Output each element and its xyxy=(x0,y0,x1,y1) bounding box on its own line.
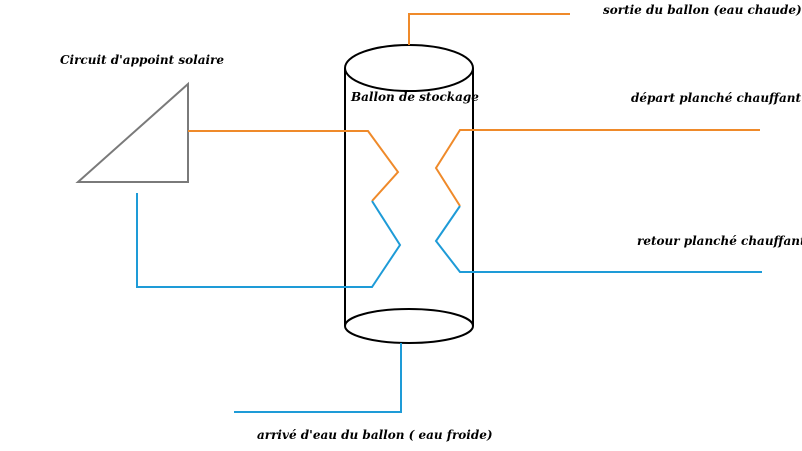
hot-outlet-pipe xyxy=(408,13,570,45)
hot-outlet-label: sortie du ballon (eau chaude) xyxy=(603,3,802,17)
solar-hot-pipe xyxy=(188,130,400,202)
floor-supply-pipe xyxy=(434,129,760,207)
floor-return-label: retour planché chauffant xyxy=(637,234,802,248)
solar-collector-shape xyxy=(75,81,189,183)
cold-inlet-pipe xyxy=(234,343,402,413)
cold-inlet-label: arrivé d'eau du ballon ( eau froide) xyxy=(257,428,493,442)
solar-cold-pipe xyxy=(136,193,402,288)
tank-top-ellipse xyxy=(344,44,474,92)
tank-bottom-ellipse xyxy=(344,308,474,344)
collector-label: Circuit d'appoint solaire xyxy=(60,53,224,67)
floor-return-pipe xyxy=(434,205,762,273)
tank-label: Ballon de stockage xyxy=(350,90,479,104)
floor-supply-label: départ planché chauffant xyxy=(631,91,801,105)
